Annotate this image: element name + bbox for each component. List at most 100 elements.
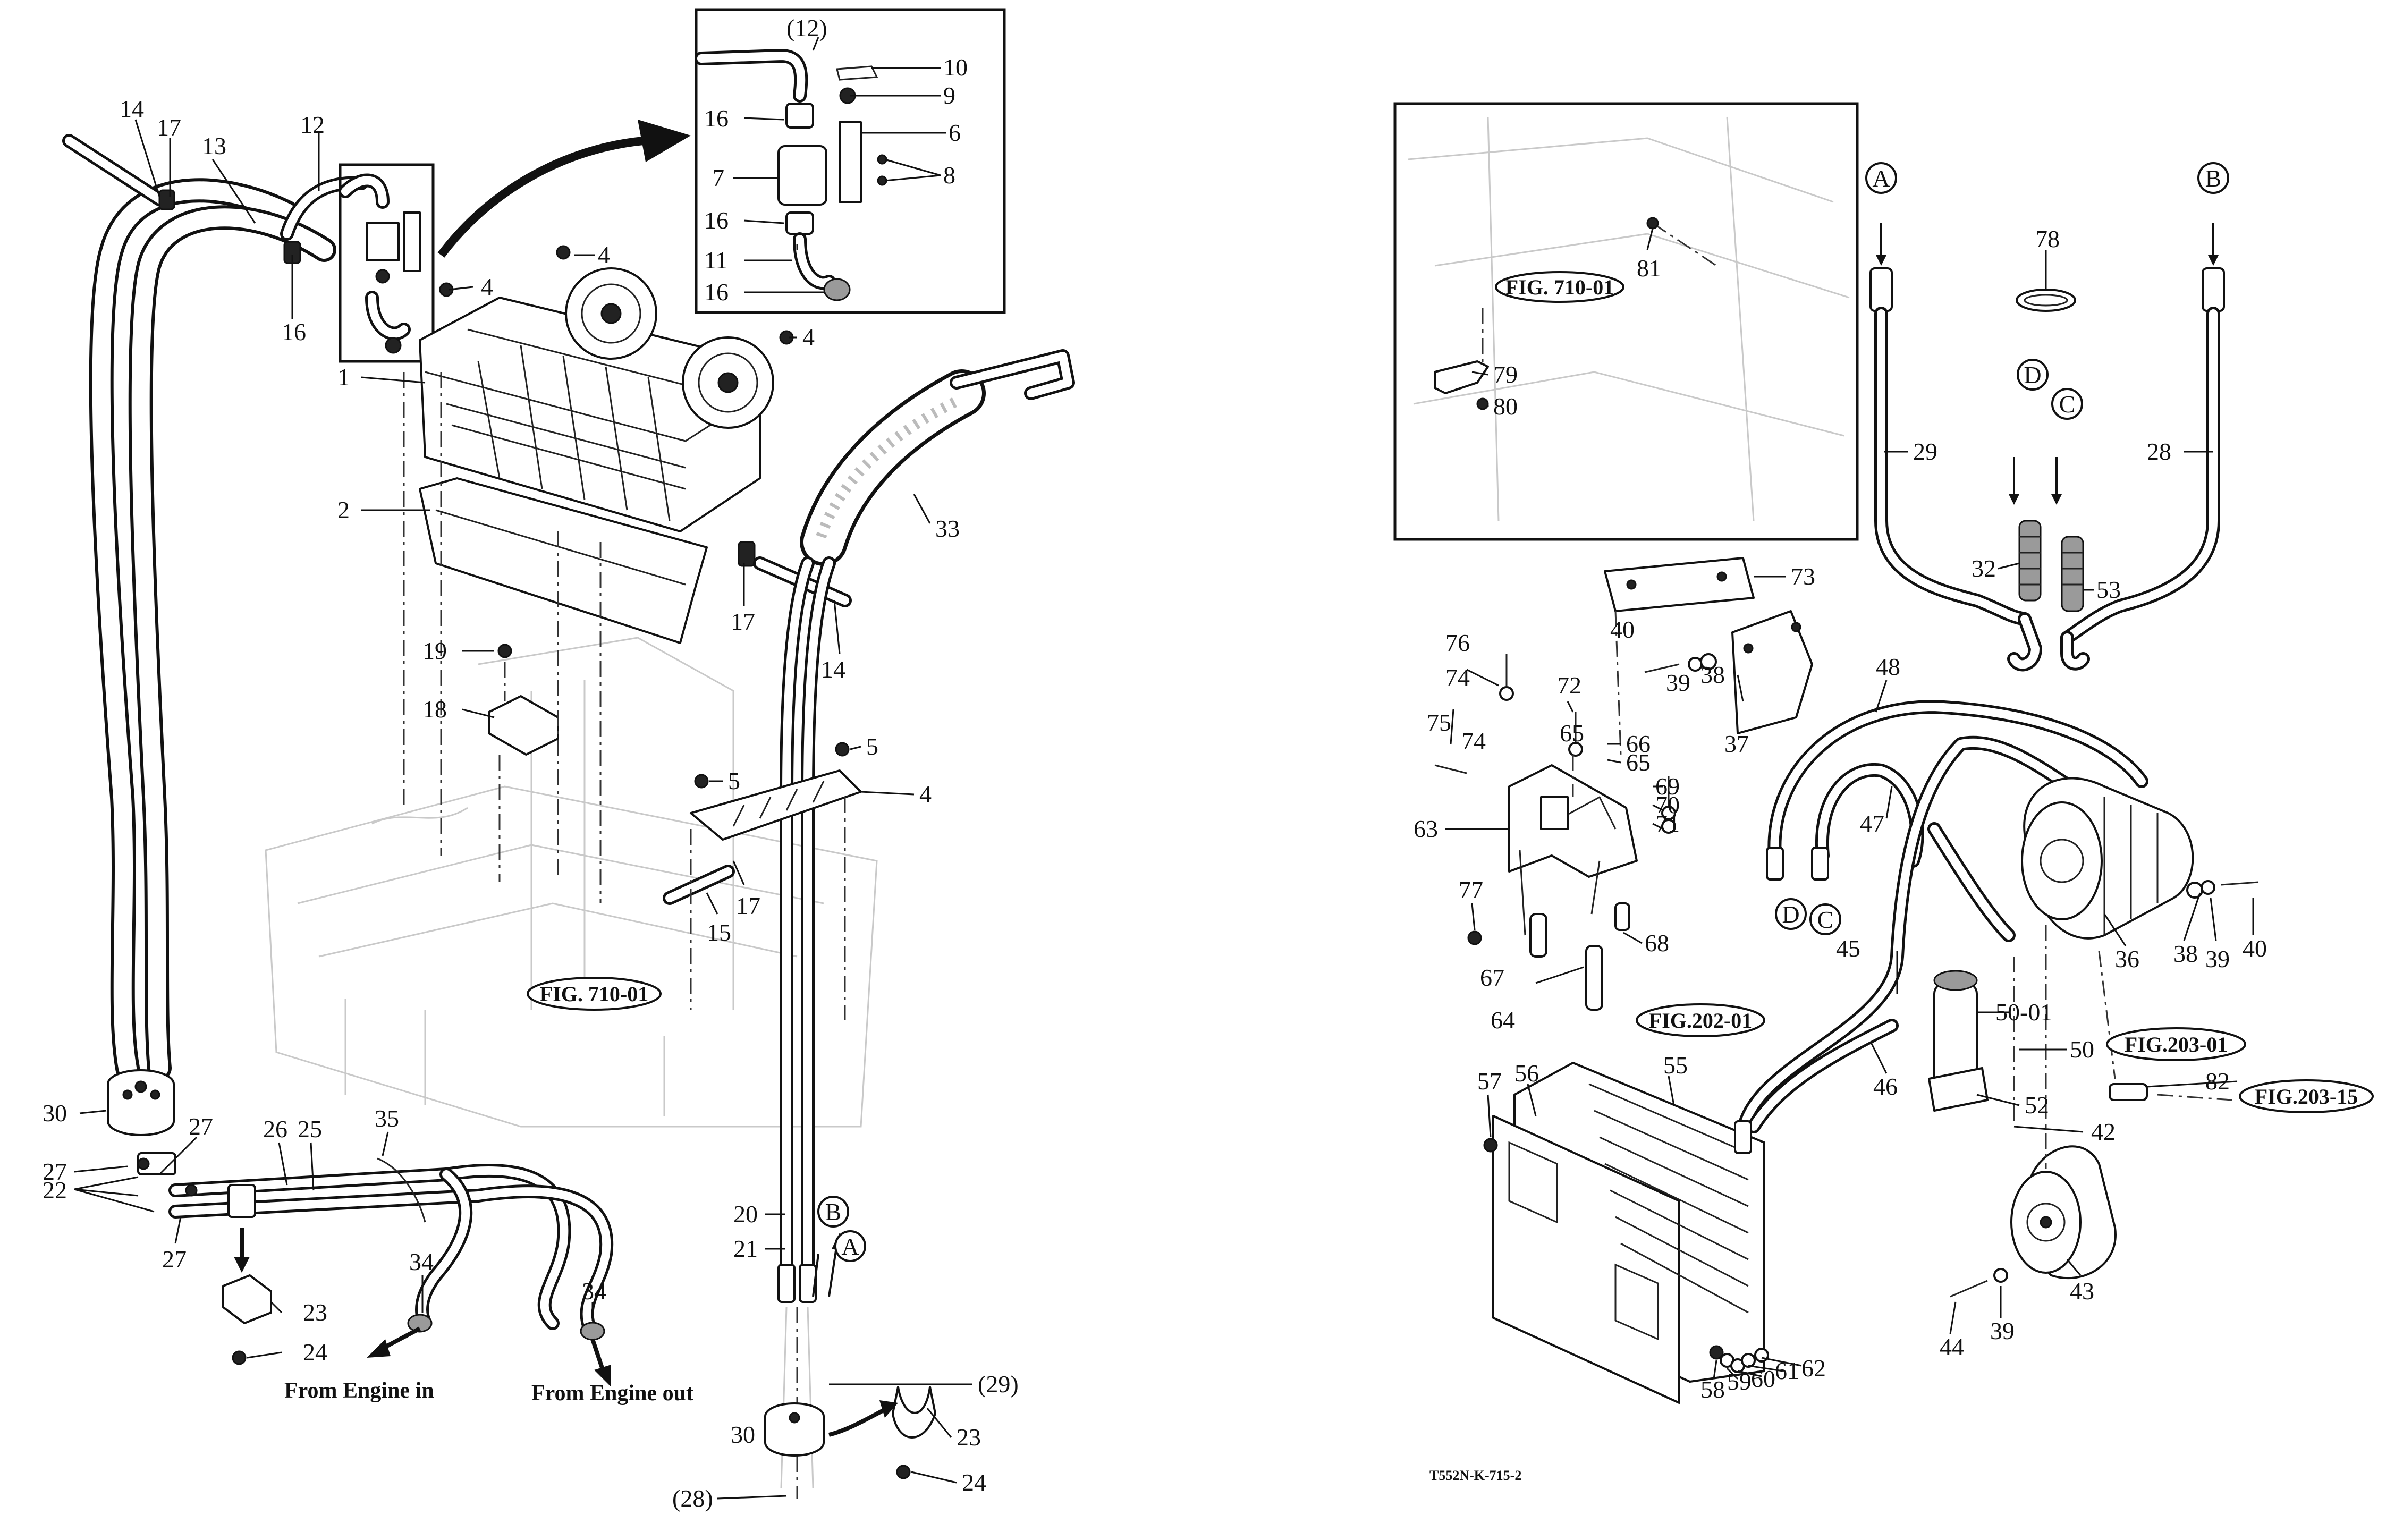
label-16: 16 [704,105,729,132]
label-64: 64 [1491,1006,1515,1034]
label-24: 24 [303,1339,327,1366]
bolts-right [1434,653,2259,945]
label-38: 38 [1700,661,1725,688]
connector-b-right-letter: B [2205,165,2222,192]
drawing-code: T552N-K-715-2 [1429,1468,1521,1483]
label-44: 44 [1940,1333,1964,1360]
fig-ref-710-01-main-oval [527,977,662,1011]
label-57: 57 [1477,1068,1502,1095]
label-27: 27 [162,1246,187,1273]
fig-ref-202-01: FIG.202-01 [1649,1009,1752,1033]
label-29-paren: (29) [978,1370,1019,1398]
connector-b-right [2197,162,2229,194]
flow-captions: From Engine in From Engine out [284,1378,693,1406]
label-58: 58 [1700,1376,1725,1403]
fig-ref-710-01-inset-oval [1495,271,1624,303]
label-21: 21 [733,1235,758,1262]
label-32: 32 [1972,555,1996,582]
ac-lines-28-29 [1869,223,2225,672]
label-1: 1 [337,363,350,391]
label-8: 8 [943,162,955,189]
label-4: 4 [802,324,815,351]
label-4: 4 [481,273,493,300]
label-20: 20 [733,1200,758,1228]
label-30: 30 [43,1099,67,1127]
label-52: 52 [2025,1091,2049,1119]
label-40: 40 [2243,935,2267,962]
vertical-pipes-20-21 [777,556,842,1499]
caption-from-engine-in: From Engine in [284,1378,434,1403]
connector-d-upper-letter: D [2024,361,2041,388]
connector-d-lower-letter: D [1782,901,1799,928]
label-68: 68 [1645,929,1669,957]
label-82: 82 [2205,1068,2230,1095]
label-4: 4 [919,781,932,808]
label-67: 67 [1480,964,1504,991]
caption-from-engine-out: From Engine out [531,1381,693,1406]
label-22: 22 [43,1177,67,1204]
fig-ref-203-01-oval [2106,1027,2246,1061]
label-76: 76 [1445,629,1470,656]
valve-inset [695,8,1006,314]
label-46: 46 [1873,1073,1898,1100]
label-27: 27 [43,1158,67,1185]
label-12: 12 [300,111,325,138]
label-35: 35 [375,1105,399,1132]
label-17: 17 [736,892,760,919]
fig-ref-710-01-inset: FIG. 710-01 [1505,275,1614,299]
label-33: 33 [935,515,960,542]
ac-hoses-right [1734,700,2148,1154]
frame-inset [1393,102,1859,541]
fig-ref-203-01: FIG.203-01 [2125,1033,2228,1056]
label-4: 4 [598,241,610,268]
label-42: 42 [2091,1118,2116,1145]
label-28: 28 [2147,438,2171,465]
label-24: 24 [962,1469,986,1496]
label-38: 38 [2173,940,2198,967]
label-73: 73 [1791,563,1815,590]
label-37: 37 [1724,730,1749,757]
label-11: 11 [704,247,727,274]
label-66: 66 [1626,730,1651,757]
fig-ref-203-15-oval [2239,1079,2374,1113]
label-40: 40 [1610,616,1635,643]
label-16: 16 [282,318,306,345]
heater-unit [419,245,794,644]
connector-a-left [834,1230,866,1262]
label-30: 30 [731,1421,755,1448]
label-15: 15 [707,919,731,946]
label-9: 9 [943,82,955,109]
assembly-lines-left [403,372,846,1020]
label-10: 10 [943,54,968,81]
label-59: 59 [1727,1368,1752,1395]
label-78: 78 [2035,225,2060,252]
label-13: 13 [202,132,226,159]
label-50: 50 [2070,1036,2094,1063]
valve-detail-small [339,163,435,363]
label-39: 39 [2205,945,2230,972]
label-7: 7 [712,164,724,191]
assembly-lines-right [1572,611,2232,1101]
label-29: 29 [1913,438,1937,465]
label-56: 56 [1514,1060,1539,1087]
connector-b-left-letter: B [825,1198,842,1225]
compressor [1950,777,2194,1298]
label-5: 5 [728,767,740,794]
connector-b-left [817,1196,849,1228]
connector-a-right-letter: A [1872,165,1890,192]
detail-arrow [437,120,691,258]
figure-references: FIG. 710-01 FIG. 710-01 FIG.202-01 FIG.2… [527,271,2374,1113]
label-77: 77 [1459,876,1483,903]
connector-c-lower [1809,903,1841,935]
label-6: 6 [949,119,961,146]
label-2: 2 [337,496,350,523]
label-65: 65 [1626,749,1651,776]
connector-d-lower [1775,898,1807,930]
cover-plate [663,742,862,905]
connector-d-upper [2017,359,2049,391]
bottom-grommet-bracket [764,1386,936,1479]
bracket-18 [488,644,559,756]
water-valve-assembly [107,1069,614,1387]
fig-ref-710-01-main: FIG. 710-01 [540,982,648,1006]
label-75: 75 [1427,709,1451,736]
